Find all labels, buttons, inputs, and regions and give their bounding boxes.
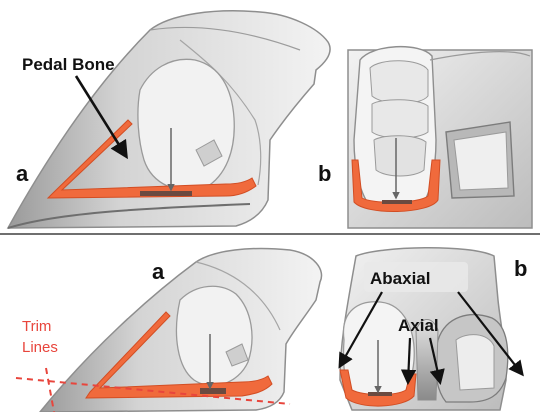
top-panel-a-letter: a — [16, 161, 29, 186]
top-lateral-claw-drawing — [8, 11, 330, 228]
top-front-claw-drawing — [348, 47, 532, 228]
bottom-panel-b-letter: b — [514, 256, 527, 281]
bottom-panel-a-letter: a — [152, 259, 165, 284]
axial-label: Axial — [398, 316, 439, 335]
abaxial-label: Abaxial — [370, 269, 430, 288]
trim-lines-label-line1: Trim — [22, 318, 51, 335]
trim-lines-label-line2: Lines — [22, 339, 58, 356]
pedal-bone-label: Pedal Bone — [22, 55, 115, 74]
top-panel-b-letter: b — [318, 161, 331, 186]
bottom-lateral-claw-drawing — [16, 249, 322, 412]
